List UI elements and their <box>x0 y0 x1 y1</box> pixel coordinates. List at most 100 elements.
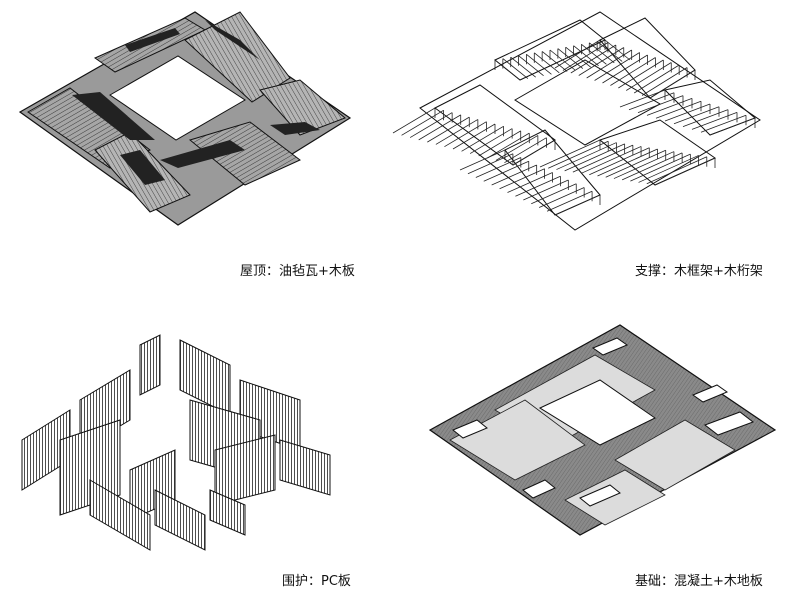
frame-member <box>487 132 530 159</box>
base-opening-1 <box>591 337 629 356</box>
frame-member <box>586 49 632 79</box>
frame-member <box>452 123 496 150</box>
frame-member <box>649 69 696 99</box>
frame-member <box>478 130 521 157</box>
roof-ridge-4 <box>205 20 260 60</box>
frame-member <box>641 67 688 96</box>
frame-member <box>700 114 747 133</box>
frame-member <box>604 39 631 61</box>
frame-member <box>549 49 576 71</box>
frame-member <box>646 156 707 185</box>
wall-panel-11 <box>214 434 276 506</box>
frame-member <box>554 39 601 69</box>
roof-ridge-3 <box>160 140 245 168</box>
roof-ridge-6 <box>270 122 320 135</box>
wall-panel: 围护：PC板 <box>0 300 395 601</box>
roof-courtyard <box>109 55 246 141</box>
frame-member <box>510 56 536 78</box>
frame-member <box>628 92 675 111</box>
frame-member <box>562 42 609 71</box>
wall-axonometric-drawing <box>21 334 331 551</box>
frame-caption: 支撑：木框架+木桁架 <box>635 264 763 279</box>
wall-panel-10 <box>154 489 206 551</box>
roof-block-ne <box>184 11 291 103</box>
frame-member <box>618 59 664 89</box>
frame-members <box>392 39 756 216</box>
wall-panel-13 <box>209 489 246 536</box>
frame-member <box>512 139 556 166</box>
base-floor-e <box>614 419 736 491</box>
frame-member <box>589 42 615 64</box>
frame-member <box>554 194 601 216</box>
frame-member <box>539 187 585 208</box>
frame-member <box>630 153 691 182</box>
frame-member <box>546 190 593 212</box>
base-floor-se <box>564 469 666 526</box>
base-axonometric-drawing <box>428 324 777 536</box>
roof-panel: 屋顶：油毡瓦+木板 <box>0 0 395 300</box>
frame-member <box>626 62 672 91</box>
roof-caption: 屋顶：油毡瓦+木板 <box>240 264 355 279</box>
base-opening-2 <box>452 419 488 439</box>
frame-member <box>499 168 545 190</box>
frame-member <box>565 46 591 68</box>
base-panel: 基础：混凝土+木地板 <box>395 300 790 601</box>
frame-member <box>444 121 487 148</box>
base-opening-3 <box>691 384 729 403</box>
frame-member <box>673 106 720 125</box>
frame-member <box>548 140 609 169</box>
frame-member <box>435 119 479 145</box>
frame-member <box>597 148 658 177</box>
frame-member <box>418 114 461 141</box>
frame-member <box>638 155 699 183</box>
roof-block-se <box>188 121 301 186</box>
wall-panel-9 <box>89 479 151 551</box>
wall-panel-4 <box>179 339 231 416</box>
frame-member <box>581 43 607 65</box>
frame-member <box>621 152 683 181</box>
frame-member <box>602 54 648 84</box>
frame-member <box>518 55 544 77</box>
frame-member <box>541 51 568 72</box>
frame-member <box>646 98 693 116</box>
frame-member <box>392 107 436 134</box>
frame-member <box>564 143 625 172</box>
wall-panel-12 <box>279 439 331 496</box>
frame-member <box>531 183 577 205</box>
frame-member <box>556 142 617 170</box>
roof-ridge-1 <box>125 28 180 52</box>
frame-member <box>605 149 666 178</box>
frame-member <box>637 95 684 113</box>
frame-member <box>610 57 656 86</box>
frame-panel: 支撑：木框架+木桁架 <box>392 0 790 300</box>
frame-member <box>539 139 601 168</box>
frame-member <box>619 89 666 108</box>
base-opening-5 <box>522 479 556 499</box>
frame-member <box>401 109 444 136</box>
frame-member <box>633 64 680 94</box>
frame-member <box>682 109 729 127</box>
frame-member <box>613 151 675 179</box>
frame-member <box>495 135 539 161</box>
frame-member <box>709 117 756 136</box>
frame-axonometric-drawing <box>392 11 761 231</box>
frame-outline <box>419 11 761 231</box>
frame-courtyard <box>514 59 662 146</box>
frame-member <box>594 52 640 81</box>
frame-member <box>504 137 547 164</box>
frame-member <box>491 164 537 186</box>
base-opening-4 <box>703 411 755 436</box>
frame-member <box>427 116 470 143</box>
frame-member <box>459 149 506 171</box>
wall-caption: 围护：PC板 <box>282 574 351 589</box>
frame-member <box>570 44 617 74</box>
frame-member <box>515 175 561 197</box>
base-caption: 基础：混凝土+木地板 <box>635 574 763 589</box>
frame-member <box>494 59 521 81</box>
frame-member <box>469 128 513 154</box>
base-floor-w <box>449 399 586 481</box>
roof-block-e <box>259 79 346 136</box>
frame-member <box>507 172 553 193</box>
frame-member <box>691 112 738 130</box>
frame-member <box>483 160 529 182</box>
